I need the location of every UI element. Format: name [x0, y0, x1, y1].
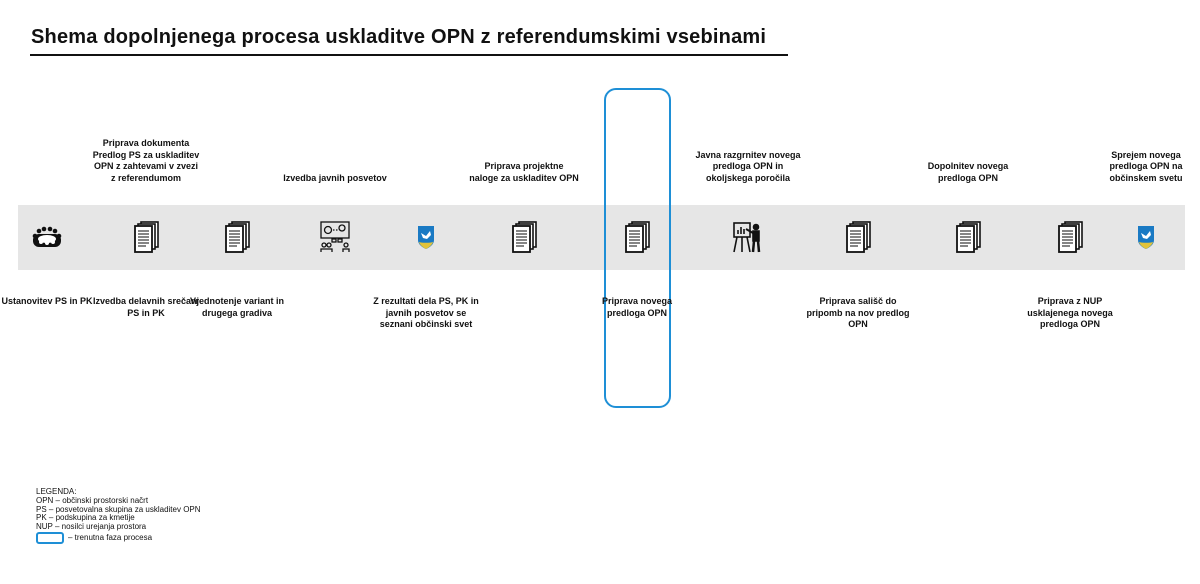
step-label-bottom: Priprava novega predloga OPN	[601, 296, 673, 318]
legend-item: OPN – občinski prostorski načrt	[36, 495, 149, 505]
timeline-band	[18, 205, 1185, 270]
page-title: Shema dopolnjenega procesa uskladitve OP…	[31, 26, 767, 48]
step-label-top: Priprava dokumenta Predlog PS za uskladi…	[92, 138, 200, 183]
step-label-top: Javna razgrnitev novega predloga OPN in …	[695, 149, 801, 183]
step-label-top: Sprejem novega predloga OPN na občinskem…	[1109, 149, 1183, 183]
step-label-top: Dopolnitev novega predloga OPN	[927, 161, 1009, 183]
step-label-top: Izvedba javnih posvetov	[283, 172, 387, 183]
step-label-bottom: Izvedba delavnih srečanj PS in PK	[92, 296, 200, 318]
step-label-bottom: Priprava sališč do pripomb na nov predlo…	[806, 296, 910, 329]
presentation-workshop-icon	[318, 220, 352, 254]
step-label-bottom: Ustanovitev PS in PK	[1, 296, 93, 306]
legend-current-phase: – trenutna faza procesa	[36, 531, 201, 544]
current-phase-highlight	[604, 88, 671, 408]
documents-icon	[129, 220, 163, 254]
legend: LEGENDA: OPN – občinski prostorski načrt…	[36, 487, 201, 544]
title-underline	[30, 54, 788, 56]
legend-heading: LEGENDA:	[36, 487, 77, 496]
legend-item: PS – posvetovalna skupina za uskladitev …	[36, 504, 201, 514]
step-label-bottom: Z rezultati dela PS, PK in javnih posvet…	[373, 296, 479, 329]
legend-item: NUP – nosilci urejanja prostora	[36, 522, 147, 532]
legend-item: PK – podskupina za kmetije	[36, 513, 135, 523]
current-phase-swatch	[36, 531, 64, 544]
step-label-bottom: Priprava z NUP usklajenega novega predlo…	[1027, 296, 1113, 329]
presenter-easel-icon	[731, 220, 765, 254]
step-label-bottom: Vrednotenje variant in drugega gradiva	[189, 296, 285, 318]
municipal-crest-icon	[1129, 220, 1163, 254]
documents-icon	[620, 220, 654, 254]
people-meeting-icon	[30, 220, 64, 254]
documents-icon	[220, 220, 254, 254]
documents-icon	[841, 220, 875, 254]
documents-icon	[951, 220, 985, 254]
step-label-top: Priprava projektne naloge za uskladitev …	[469, 161, 579, 183]
municipal-crest-icon	[409, 220, 443, 254]
documents-icon	[507, 220, 541, 254]
documents-icon	[1053, 220, 1087, 254]
